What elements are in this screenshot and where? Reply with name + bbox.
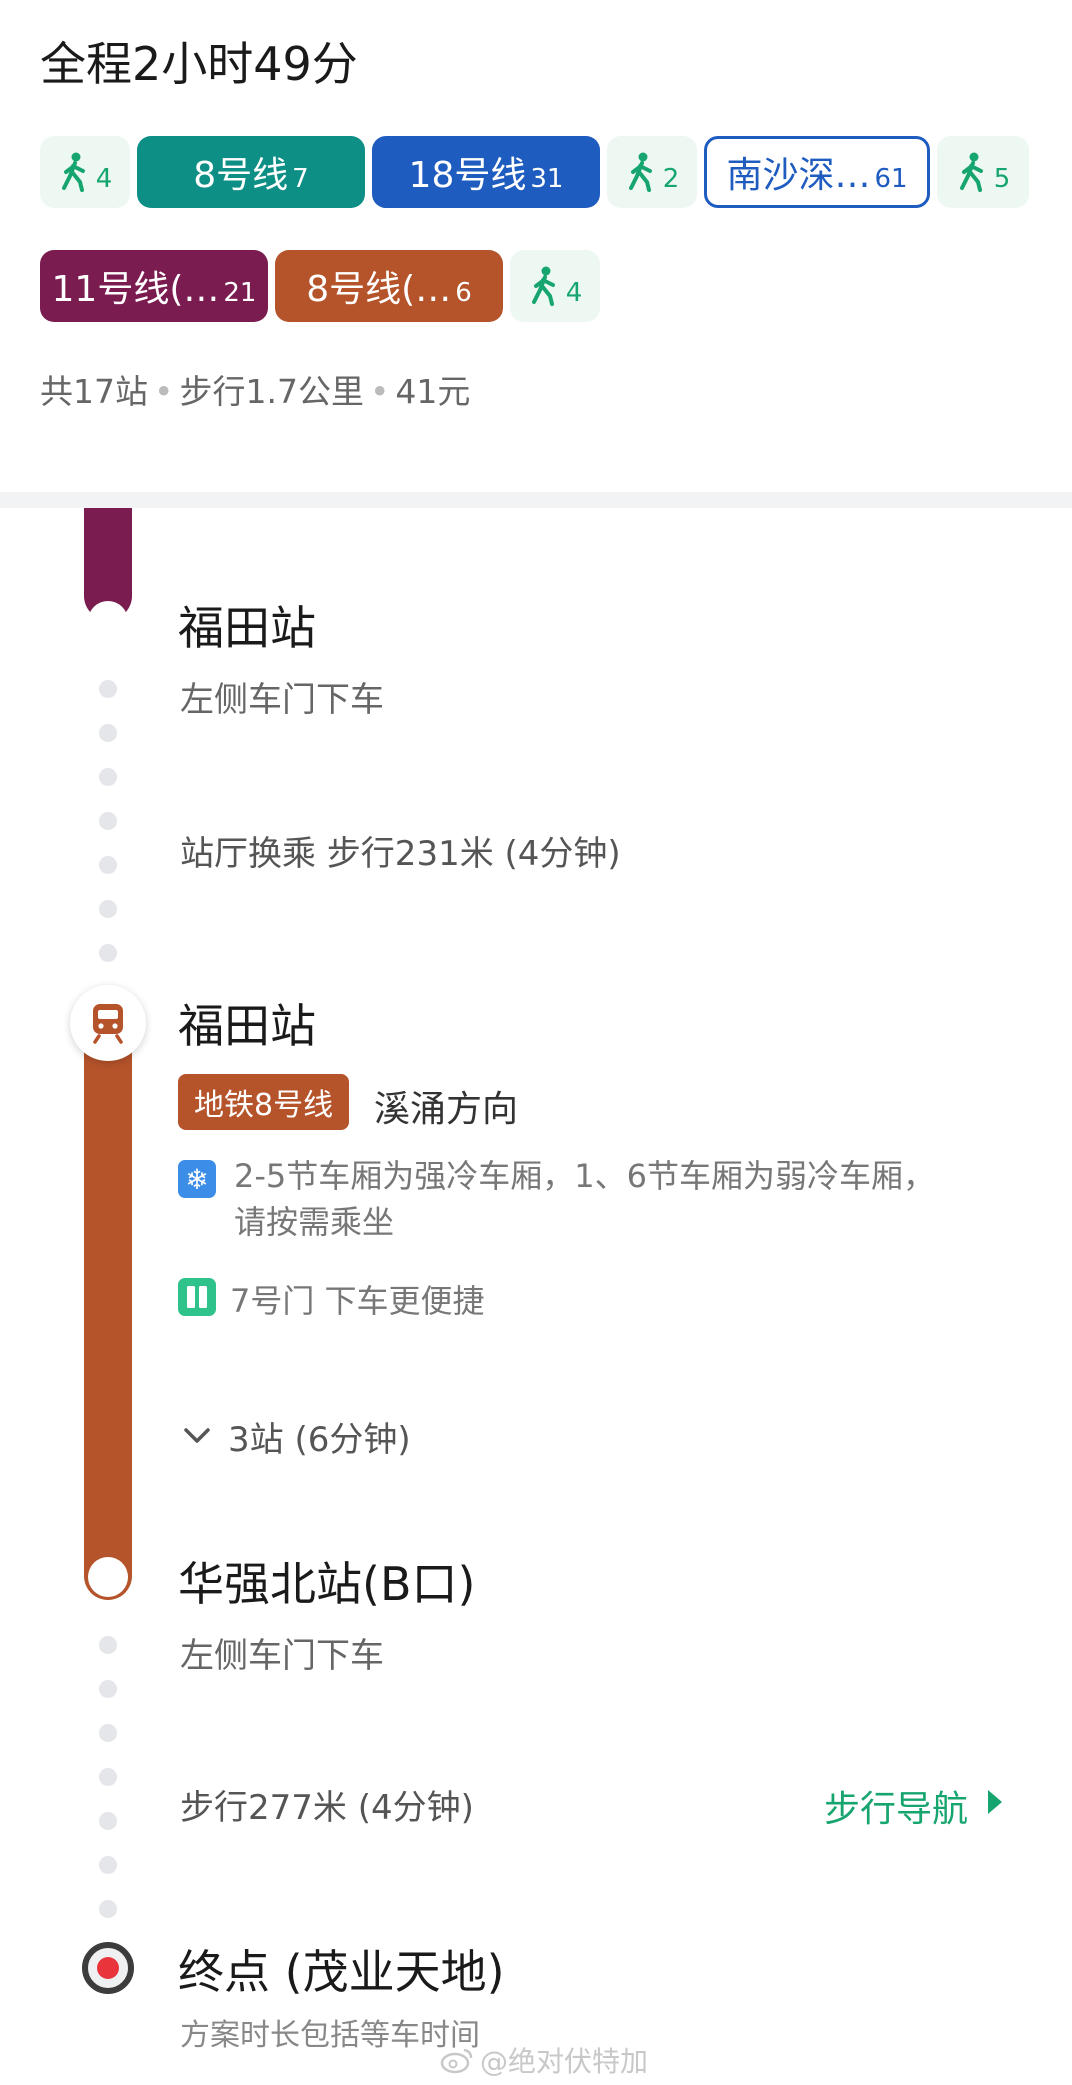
walk-icon [531, 266, 555, 306]
train-badge [70, 985, 146, 1061]
segment-line-11[interactable]: 11号线(… 21 [40, 250, 268, 322]
stop-name-futian: 福田站 [178, 601, 316, 655]
walk-icon [61, 152, 85, 192]
walk-dot [99, 1768, 117, 1786]
walk-dot [99, 944, 117, 962]
walk-icon [959, 152, 983, 192]
total-time: 全程2小时49分 [40, 37, 358, 91]
walk-dot [99, 768, 117, 786]
ride-stops-toggle[interactable]: 3站 (6分钟) [228, 1420, 411, 1460]
watermark-text: @绝对伏特加 [480, 2045, 649, 2078]
segment-walk-4[interactable]: 4 [510, 250, 600, 322]
route-summary: 全程2小时49分 4 8号线 7 18号线 31 2 南沙深… 61 5 11号… [0, 0, 1072, 492]
walk-dot [99, 724, 117, 742]
walk-info: 步行277米 (4分钟) [180, 1788, 474, 1828]
walk-dot [99, 680, 117, 698]
segment-count: 61 [874, 164, 908, 194]
destination-name: 终点 (茂业天地) [178, 1945, 505, 1999]
walk-navigation-link[interactable]: 步行导航 [824, 1789, 969, 1830]
segment-count: 7 [292, 164, 309, 194]
walk-dot [99, 1680, 117, 1698]
line-tag-metro-8[interactable]: 地铁8号线 [178, 1074, 350, 1130]
segment-line-nansha[interactable]: 南沙深… 61 [704, 136, 930, 208]
chevron-right-icon[interactable] [988, 1790, 1002, 1814]
walk-dot [99, 856, 117, 874]
segment-line-18[interactable]: 18号线 31 [372, 136, 600, 208]
segment-walk-1[interactable]: 4 [40, 136, 130, 208]
segment-count: 6 [455, 278, 472, 308]
segment-line-8-b[interactable]: 8号线(… 6 [275, 250, 503, 322]
walk-dot [99, 1856, 117, 1874]
duration-note: 方案时长包括等车时间 [180, 2018, 480, 2053]
watermark: @绝对伏特加 [440, 2040, 648, 2080]
door-tip: 7号门 下车更便捷 [230, 1282, 485, 1320]
segment-name: 18号线 [408, 155, 527, 196]
section-divider [0, 492, 1072, 508]
transfer-info[interactable]: 站厅换乘 步行231米 (4分钟) [180, 834, 621, 874]
walk-icon [628, 152, 652, 192]
stop-door-hint: 左侧车门下车 [180, 1636, 384, 1676]
segment-count: 5 [993, 164, 1011, 194]
walk-dot [99, 812, 117, 830]
stat-stations: 共17站 [40, 372, 148, 411]
cooling-tip-line2: 请按需乘坐 [234, 1203, 395, 1241]
stop-ring-huaqiangbei [88, 1557, 128, 1597]
walk-dot [99, 1812, 117, 1830]
walk-dot [99, 900, 117, 918]
segment-walk-2[interactable]: 2 [607, 136, 697, 208]
segment-count: 4 [95, 164, 113, 194]
stat-separator: • [369, 372, 390, 411]
cooling-tip-line1: 2-5节车厢为强冷车厢，1、6节车厢为弱冷车厢， [234, 1157, 935, 1195]
stop-door-hint: 左侧车门下车 [180, 680, 384, 720]
door-icon [178, 1278, 216, 1316]
segment-count: 4 [565, 278, 583, 308]
train-icon [93, 1004, 123, 1044]
stat-separator: • [154, 372, 174, 411]
segment-name: 8号线(… [306, 269, 452, 310]
weibo-icon [440, 2048, 473, 2074]
stop-ring-futian-arrive [88, 601, 128, 641]
segment-name: 11号线(… [51, 269, 220, 310]
segment-name: 南沙深… [726, 155, 871, 196]
walk-dot [99, 1636, 117, 1654]
stat-fare: 41元 [395, 372, 471, 411]
segment-count: 21 [223, 278, 257, 308]
stop-name-huaqiangbei: 华强北站(B口) [178, 1557, 476, 1611]
chevron-down-icon[interactable] [180, 1418, 214, 1452]
walk-dot [99, 1900, 117, 1918]
segment-line-8[interactable]: 8号线 7 [137, 136, 365, 208]
line-direction: 溪涌方向 [374, 1089, 519, 1130]
destination-icon [82, 1942, 134, 1994]
segment-name: 8号线 [193, 155, 289, 196]
segment-count: 2 [662, 164, 680, 194]
stop-name-futian-board: 福田站 [178, 999, 316, 1053]
route-stats: 共17站•步行1.7公里•41元 [40, 365, 470, 413]
segment-count: 31 [530, 164, 564, 194]
snowflake-icon: ❄ [178, 1160, 216, 1198]
segment-walk-3[interactable]: 5 [937, 136, 1029, 208]
line-8-track [84, 1020, 132, 1600]
walk-dot [99, 1724, 117, 1742]
stat-walk-distance: 步行1.7公里 [179, 372, 364, 411]
